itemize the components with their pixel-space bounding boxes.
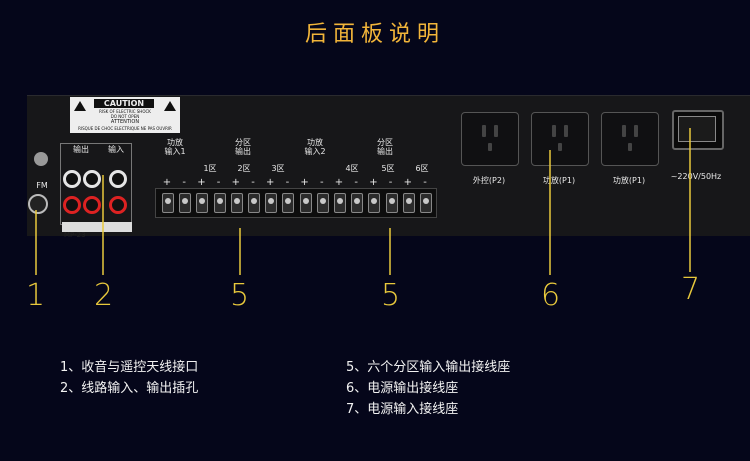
legend-item: 6、电源输出接线座	[346, 381, 459, 396]
terminal-screw[interactable]	[420, 193, 432, 213]
screw-icon	[34, 152, 48, 166]
zone-3-label: 3区	[271, 164, 285, 173]
plus-label: +	[403, 177, 412, 188]
socket-hole	[552, 125, 556, 137]
fm-label: FM	[36, 181, 48, 190]
socket-hole	[558, 143, 562, 151]
output-jack-red-2[interactable]	[83, 196, 101, 214]
page-title: 后面板说明	[304, 22, 445, 47]
terminal-screw[interactable]	[179, 193, 192, 213]
zone-output-label: 分区 输出	[235, 138, 251, 156]
zone-4-label: 4区	[345, 164, 359, 173]
zone-1-label: 1区	[203, 164, 217, 173]
legend-left: 1、收音与遥控天线接口 2、线路输入、输出插孔	[60, 357, 198, 399]
terminal-screw[interactable]	[334, 193, 346, 213]
callout-2: 2	[94, 278, 114, 313]
plus-label: +	[231, 177, 240, 188]
minus-label: -	[285, 177, 290, 188]
callout-5b: 5	[381, 278, 401, 313]
caution-label: CAUTION RISK OF ELECTRIC SHOCK DO NOT OP…	[70, 97, 180, 133]
caution-heading: CAUTION	[94, 99, 154, 108]
terminal-screw[interactable]	[230, 193, 243, 213]
amp-input-2-label: 功放 输入2	[304, 138, 326, 156]
socket-hole	[628, 143, 632, 151]
socket-hole	[564, 125, 568, 137]
terminal-screw[interactable]	[402, 193, 415, 213]
zone-6-label: 6区	[415, 164, 429, 173]
outlet-1-label: 外控(P2)	[472, 176, 506, 185]
outlet-2-label: 功放(P1)	[542, 176, 576, 185]
socket-hole	[488, 143, 492, 151]
socket-hole	[482, 125, 486, 137]
input-jack-white[interactable]	[109, 170, 127, 188]
terminal-screw[interactable]	[213, 193, 226, 213]
minus-label: -	[354, 177, 358, 188]
lightning-icon	[164, 101, 176, 111]
power-socket-icon	[678, 116, 716, 142]
plus-label: +	[162, 177, 172, 188]
caution-attention: ATTENTION	[110, 119, 140, 125]
socket-hole	[634, 125, 638, 137]
plus-label: +	[197, 177, 206, 188]
terminal-screw[interactable]	[385, 193, 398, 213]
terminal-screw[interactable]	[162, 193, 174, 213]
amp-input-1-label: 功放 输入1	[164, 138, 186, 156]
minus-label: -	[319, 177, 324, 188]
minus-label: -	[251, 177, 255, 188]
fm-antenna-jack[interactable]	[28, 194, 48, 214]
power-label: ~220V/50Hz	[670, 172, 722, 181]
caution-line3: RISQUE DE CHOC ELECTRIQUE NE PAS OUVRIR	[78, 126, 172, 131]
caution-line2: DO NOT OPEN	[110, 114, 140, 119]
legend-item: 2、线路输入、输出插孔	[60, 381, 199, 396]
warning-icon	[74, 101, 86, 111]
legend-item: 1、收音与遥控天线接口	[60, 360, 199, 375]
socket-hole	[622, 125, 626, 137]
minus-label: -	[182, 177, 186, 188]
socket-hole	[494, 125, 498, 137]
output-jack-white-1[interactable]	[63, 170, 81, 188]
minus-label: -	[423, 177, 427, 188]
terminal-screw[interactable]	[368, 193, 381, 213]
input-jack-red[interactable]	[109, 196, 127, 214]
outlet-amp-1[interactable]	[531, 112, 589, 166]
output-jack-white-2[interactable]	[83, 170, 101, 188]
callout-1: 1	[26, 278, 46, 313]
outlet-amp-2[interactable]	[601, 112, 659, 166]
legend-item: 5、六个分区输入输出接线座	[346, 360, 511, 375]
legend-item: 7、电源输入接线座	[346, 402, 459, 417]
output-label: 输出	[73, 145, 89, 154]
callout-6: 6	[541, 278, 561, 313]
terminal-screw[interactable]	[351, 193, 364, 213]
terminal-screw[interactable]	[282, 193, 295, 213]
callout-7: 7	[681, 272, 701, 307]
plus-label: +	[265, 177, 275, 188]
terminal-screw[interactable]	[299, 193, 312, 213]
zone-2-label: 2区	[237, 164, 251, 173]
terminal-screw[interactable]	[248, 193, 260, 213]
outlet-3-label: 功放(P1)	[612, 176, 646, 185]
callout-5a: 5	[230, 278, 250, 313]
caution-line1: RISK OF ELECTRIC SHOCK	[99, 109, 151, 114]
plus-label: +	[334, 177, 344, 188]
terminal-screw[interactable]	[196, 193, 209, 213]
plus-label: +	[300, 177, 309, 188]
input-label: 输入	[108, 145, 124, 154]
minus-label: -	[216, 177, 221, 188]
legend-right: 5、六个分区输入输出接线座 6、电源输出接线座 7、电源输入接线座	[346, 357, 510, 420]
outlet-external-control[interactable]	[461, 112, 519, 166]
model-sticker: MP-23	[62, 222, 132, 239]
terminal-screw[interactable]	[265, 193, 278, 213]
minus-label: -	[388, 177, 393, 188]
zone-output-label-2: 分区 输出	[377, 138, 393, 156]
zone-5-label: 5区	[381, 164, 395, 173]
terminal-screw[interactable]	[316, 193, 329, 213]
output-jack-red-1[interactable]	[63, 196, 81, 214]
model-text: MP-23	[64, 231, 86, 239]
plus-label: +	[369, 177, 378, 188]
